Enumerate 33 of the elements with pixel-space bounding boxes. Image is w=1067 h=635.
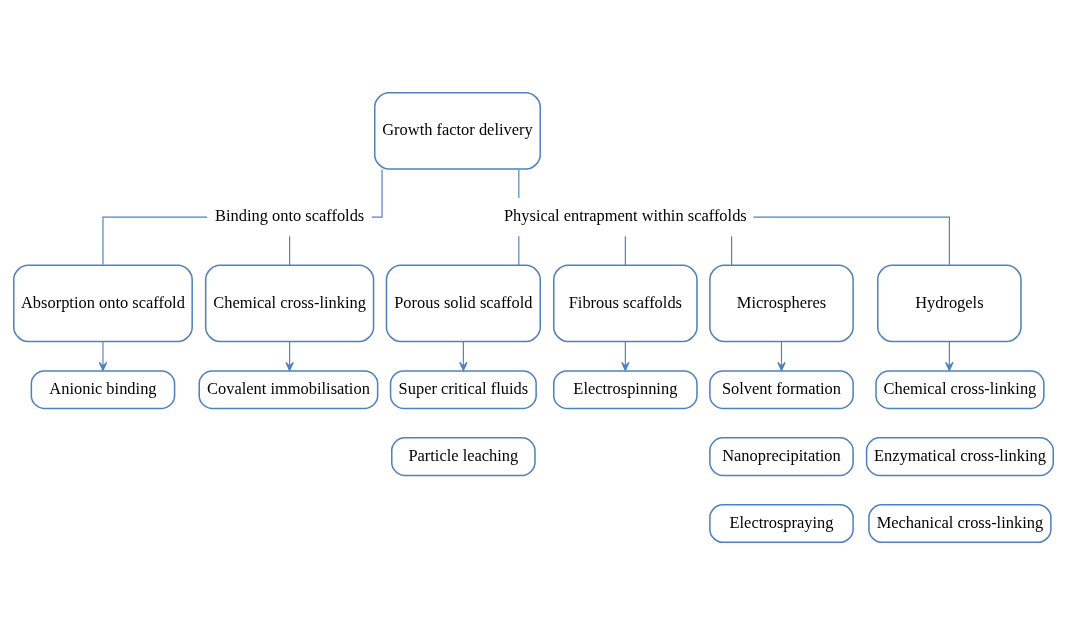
arrow xyxy=(285,341,294,372)
node-box: Electrospinning xyxy=(553,370,698,410)
connector xyxy=(624,235,626,266)
node-box: Hydrogels xyxy=(877,264,1022,343)
arrow xyxy=(98,341,108,372)
node-text: Physical entrapment within scaffolds xyxy=(503,206,747,226)
node-box: Porous solid scaffold xyxy=(385,264,541,343)
node-box: Particle leaching xyxy=(391,437,536,477)
connector xyxy=(518,235,520,266)
arrow xyxy=(945,341,954,372)
node-box: Fibrous scaffolds xyxy=(553,264,698,343)
node-box: Anionic binding xyxy=(30,370,176,410)
node-box: Enzymatical cross-linking xyxy=(865,437,1054,477)
node-box: Growth factor delivery xyxy=(373,91,541,170)
arrow xyxy=(777,341,786,372)
arrow xyxy=(459,341,468,372)
node-box: Chemical cross-linking xyxy=(875,370,1045,410)
node-box: Covalent immobilisation xyxy=(198,370,379,410)
connector xyxy=(102,216,208,266)
node-box: Super critical fluids xyxy=(389,370,537,410)
node-text: Binding onto scaffolds xyxy=(214,206,365,226)
node-box: Solvent formation xyxy=(709,370,854,410)
node-box: Chemical cross-linking xyxy=(204,264,375,343)
node-box: Microspheres xyxy=(709,264,854,343)
node-box: Nanoprecipitation xyxy=(709,437,854,477)
connector xyxy=(289,235,291,266)
node-box: Mechanical cross-linking xyxy=(868,503,1052,544)
connector xyxy=(731,235,733,266)
node-box: Absorption onto scaffold xyxy=(13,264,193,343)
arrow xyxy=(621,341,630,372)
node-box: Electrospraying xyxy=(709,503,854,544)
connector xyxy=(752,216,950,266)
connector xyxy=(518,168,520,199)
